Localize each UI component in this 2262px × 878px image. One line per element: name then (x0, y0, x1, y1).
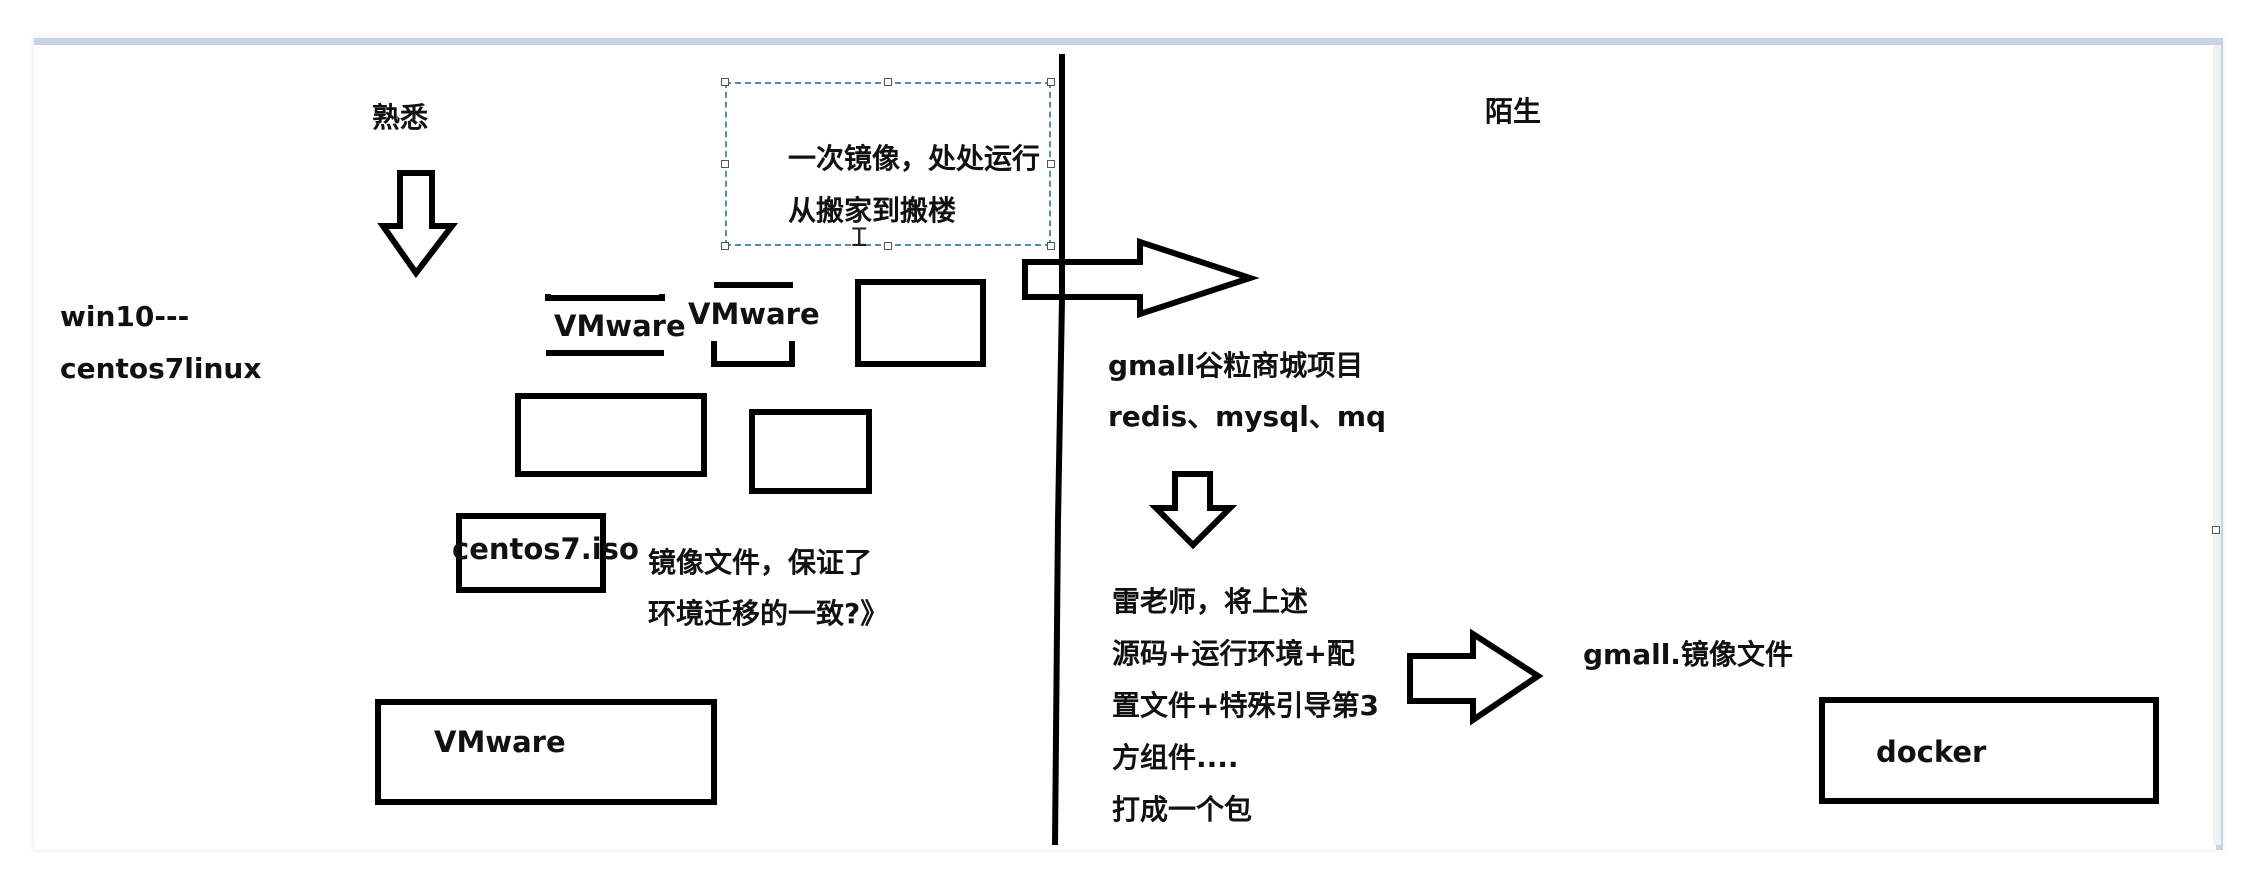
label-docker: docker (1876, 735, 1987, 769)
label-vmware-b: VMware (688, 297, 820, 331)
center-divider-line (1052, 54, 1065, 846)
callout-line-2[interactable]: 从搬家到搬楼 (788, 194, 957, 227)
selection-handle[interactable] (1047, 242, 1055, 250)
label-iso: centos7.iso (452, 532, 639, 566)
down-arrow-right (1148, 471, 1238, 550)
label-familiar: 熟悉 (372, 101, 429, 134)
text-cursor-icon: Ɪ (852, 223, 867, 253)
selection-handle[interactable] (721, 242, 729, 250)
label-mirror-line-1: 镜像文件，保证了 (648, 546, 873, 579)
rect-box-mid-right (749, 409, 872, 494)
selection-handle[interactable] (721, 78, 729, 86)
callout-line-1[interactable]: 一次镜像，处处运行 (788, 142, 1041, 175)
label-gmall-image: gmall.镜像文件 (1583, 638, 1793, 671)
rect-box-vmware-bottom (375, 699, 717, 805)
label-strange: 陌生 (1485, 95, 1542, 128)
label-teacher-line: 方组件.... (1112, 741, 1239, 774)
rect-box-docker (1819, 697, 2159, 804)
rect-box-iso (456, 513, 606, 593)
selection-handle[interactable] (1047, 160, 1055, 168)
label-teacher-line: 置文件+特殊引导第3 (1112, 689, 1379, 722)
rect-box-top-right (855, 279, 986, 367)
selection-handle[interactable] (2212, 526, 2220, 534)
label-teacher-line: 打成一个包 (1112, 793, 1253, 826)
vmware-bracket-2-bottom (711, 341, 795, 367)
label-vmware-a: VMware (554, 309, 686, 343)
label-centos-linux: centos7linux (60, 352, 262, 385)
label-gmall-project: gmall谷粒商城项目 (1108, 349, 1364, 382)
selection-handle[interactable] (884, 242, 892, 250)
selection-handle[interactable] (884, 78, 892, 86)
selection-handle[interactable] (721, 160, 729, 168)
label-teacher-line: 雷老师，将上述 (1112, 585, 1309, 618)
page-edge-strip (2213, 45, 2221, 845)
label-win10: win10--- (60, 300, 190, 333)
rect-box-mid-left (515, 393, 707, 477)
right-arrow-bottom (1407, 628, 1544, 726)
label-teacher-line: 源码+运行环境+配 (1112, 637, 1355, 670)
selection-handle[interactable] (1047, 78, 1055, 86)
label-gmall-deps: redis、mysql、mq (1108, 400, 1387, 433)
label-mirror-line-2: 环境迁移的一致?》 (648, 597, 889, 630)
down-arrow-left (377, 170, 459, 279)
right-arrow-top (1022, 237, 1260, 319)
vmware-bracket-1-top (545, 294, 665, 301)
label-vmware-bottom: VMware (434, 725, 566, 759)
